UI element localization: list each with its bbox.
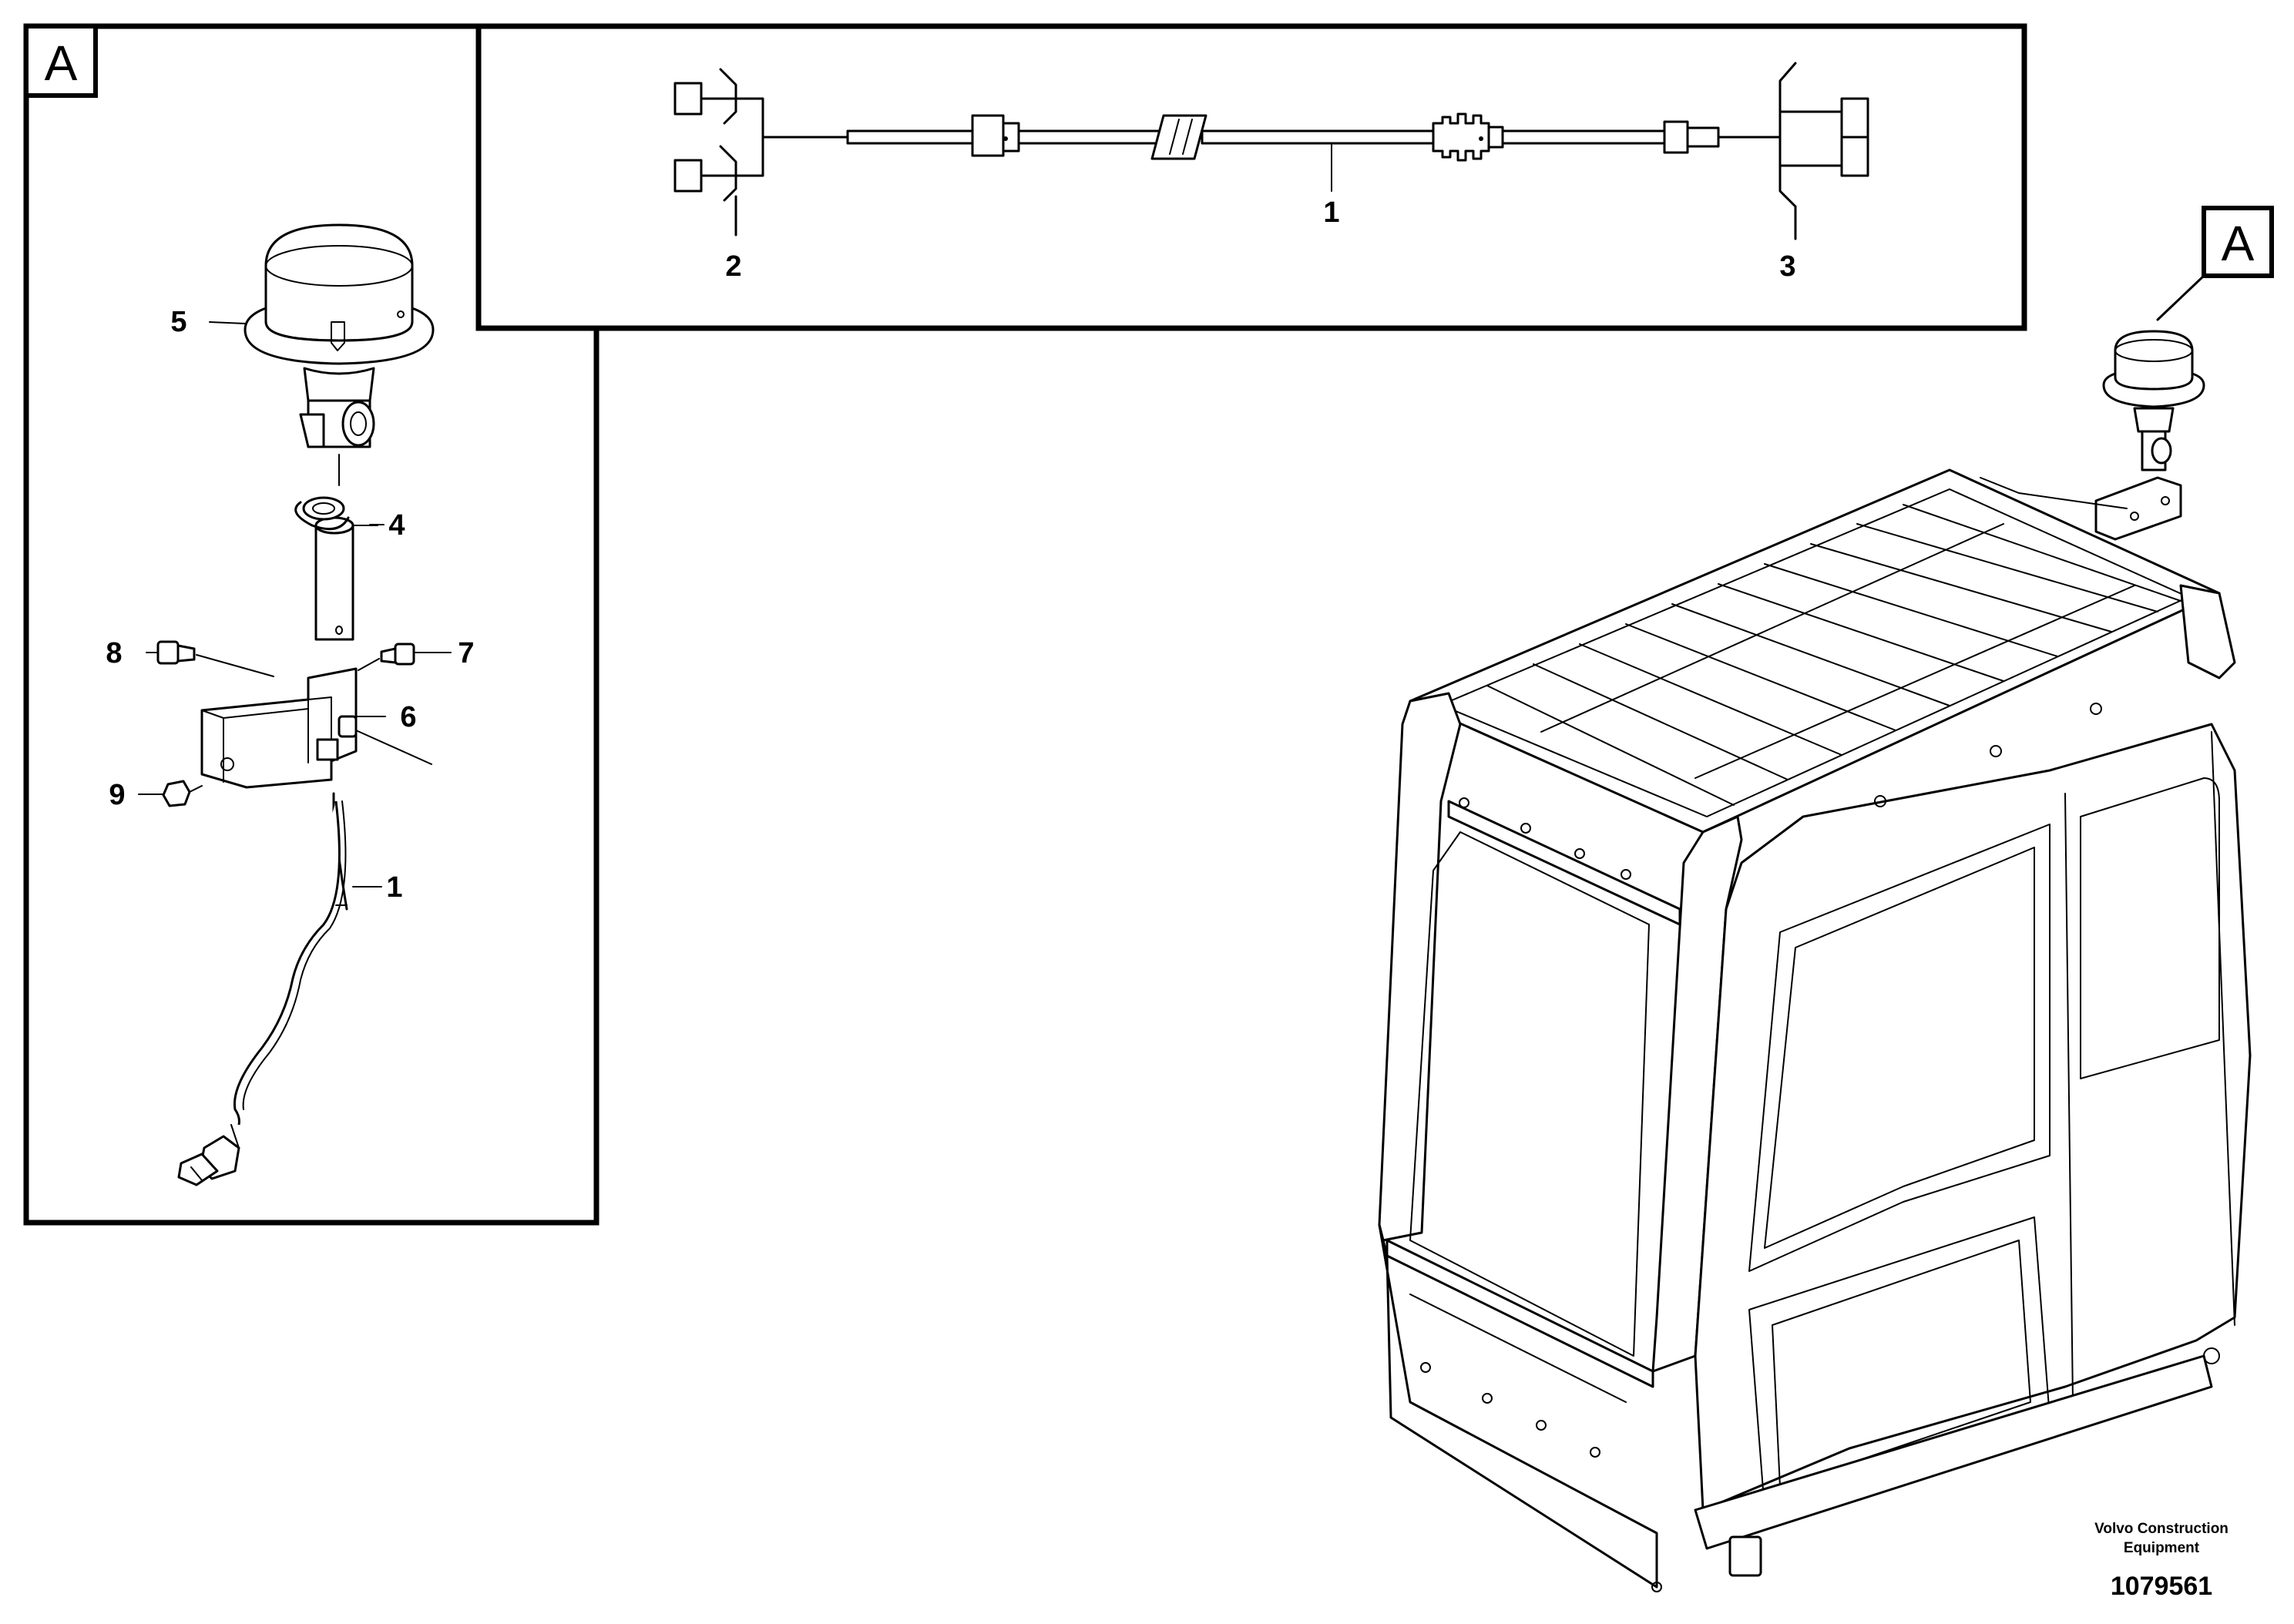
label-5: 5: [170, 306, 186, 338]
label-1-detail: 1: [386, 871, 402, 904]
cab-view-label: A: [2156, 206, 2274, 321]
detail-box: A: [23, 23, 600, 1226]
screw-left-8: [156, 640, 274, 677]
label-9: 9: [109, 779, 125, 811]
label-2: 2: [725, 250, 741, 283]
wiring-box: [475, 23, 2027, 331]
cab-beacon: [2094, 330, 2205, 541]
manufacturer-line1: Volvo Construction: [2094, 1521, 2229, 1537]
operator-cab: [1378, 468, 2252, 1592]
pin-with-ring: [294, 496, 378, 641]
detail-view-label: A: [45, 35, 78, 91]
manufacturer-line2: Equipment: [2124, 1540, 2200, 1556]
mounting-bracket: [200, 667, 358, 789]
nut-6: [338, 715, 432, 765]
label-4: 4: [388, 509, 405, 542]
label-7: 7: [458, 637, 474, 669]
screw-right-7: [358, 643, 415, 671]
label-3: 3: [1779, 250, 1795, 283]
label-8: 8: [106, 637, 122, 669]
drawing-number: 1079561: [2111, 1572, 2212, 1601]
label-6: 6: [400, 701, 416, 733]
beacon-lamp: [244, 223, 435, 486]
nut-left-9: [162, 780, 203, 807]
cab-view-label-text: A: [2222, 216, 2255, 271]
detail-leaders: [138, 321, 452, 887]
light-harness: [177, 792, 348, 1186]
label-1-wiring: 1: [1323, 196, 1339, 229]
